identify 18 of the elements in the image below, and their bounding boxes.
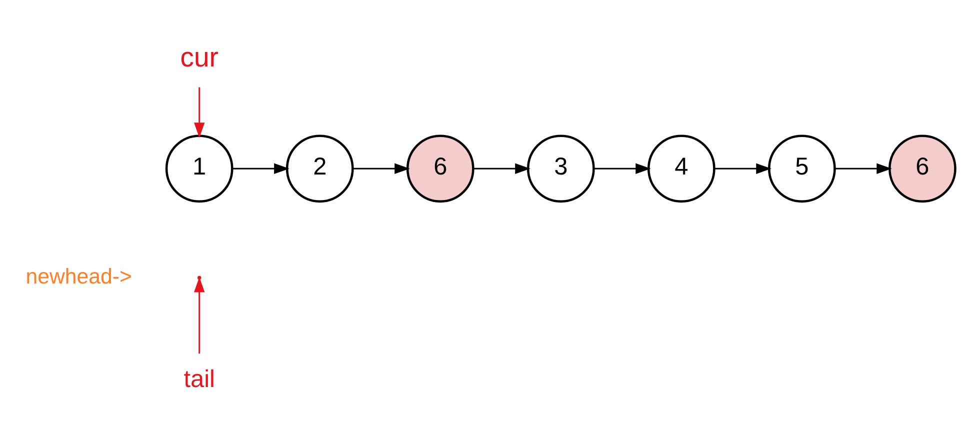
arrow (352, 163, 410, 174)
node-text: tail (184, 366, 215, 394)
arrow (714, 163, 772, 174)
arrow (594, 163, 651, 174)
arrow (232, 163, 290, 174)
node-circle: 6 (888, 134, 956, 203)
node-circle: 5 (768, 134, 836, 203)
node-circle: 1 (165, 134, 234, 203)
label: newhead-> (26, 264, 132, 288)
arrow (473, 163, 530, 174)
node-circle: 4 (647, 134, 716, 203)
arrow (194, 277, 205, 354)
node-text: cur (180, 41, 218, 72)
node-circle: 3 (526, 134, 595, 203)
arrow (194, 87, 205, 138)
node-circle: 6 (406, 134, 474, 203)
node-circle: 2 (286, 134, 354, 203)
arrow (834, 163, 892, 174)
